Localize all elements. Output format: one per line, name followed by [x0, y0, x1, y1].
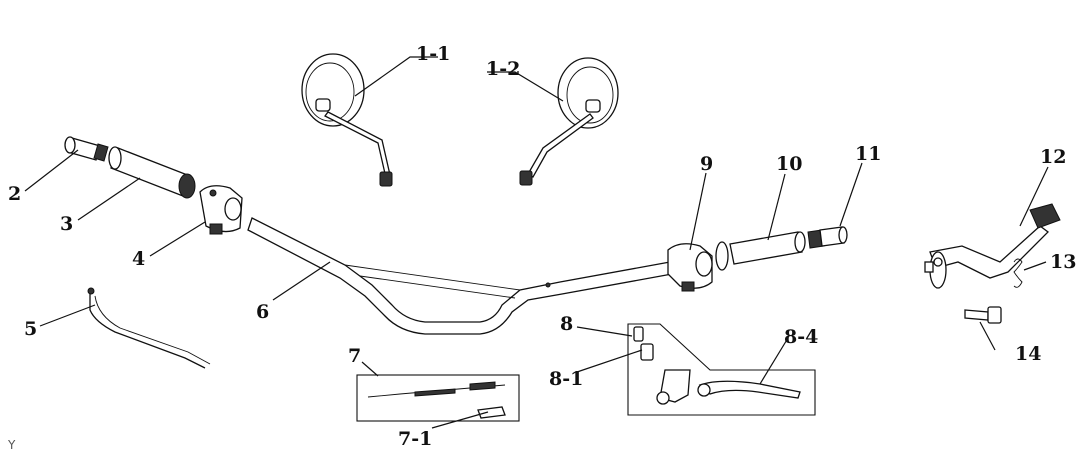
- switch-housing-right: [667, 243, 713, 292]
- label-3: 3: [60, 213, 73, 235]
- group-box-7: [356, 374, 520, 422]
- handlebar: [247, 217, 673, 335]
- gear-shift-pedal: [924, 203, 1061, 289]
- label-6: 6: [256, 301, 269, 323]
- label-13: 13: [1050, 251, 1076, 273]
- label-10: 10: [776, 153, 802, 175]
- mirror-left: [301, 53, 393, 187]
- group-box-8: [627, 323, 816, 416]
- label-12: 12: [1040, 146, 1066, 168]
- bar-end-right: [807, 226, 848, 249]
- label-7-1: 7-1: [398, 428, 432, 450]
- grip-left: [108, 146, 196, 199]
- label-8-1: 8-1: [549, 368, 583, 390]
- corner-mark: Y: [7, 438, 16, 451]
- leader-lines: [24, 56, 1049, 429]
- label-8-4: 8-4: [784, 326, 818, 348]
- label-5: 5: [24, 318, 37, 340]
- switch-housing-left: [199, 185, 243, 235]
- label-1-2: 1-2: [486, 58, 520, 80]
- grip-right: [715, 231, 806, 271]
- label-14: 14: [1015, 343, 1041, 365]
- label-7: 7: [348, 345, 361, 367]
- label-9: 9: [700, 153, 713, 175]
- label-8: 8: [560, 313, 573, 335]
- throttle-cable: [87, 287, 211, 369]
- spring: [1013, 258, 1023, 288]
- bolt: [964, 306, 1002, 324]
- mirror-right: [519, 57, 619, 186]
- label-1-1: 1-1: [416, 43, 450, 65]
- label-2: 2: [8, 183, 21, 205]
- label-4: 4: [132, 248, 145, 270]
- part-labels: 1-1 1-2 2 3 4 5 6 7 7-1 8 8-1 8-4 9 10 1…: [8, 43, 1076, 450]
- label-11: 11: [855, 143, 881, 165]
- bar-end-left: [64, 136, 109, 162]
